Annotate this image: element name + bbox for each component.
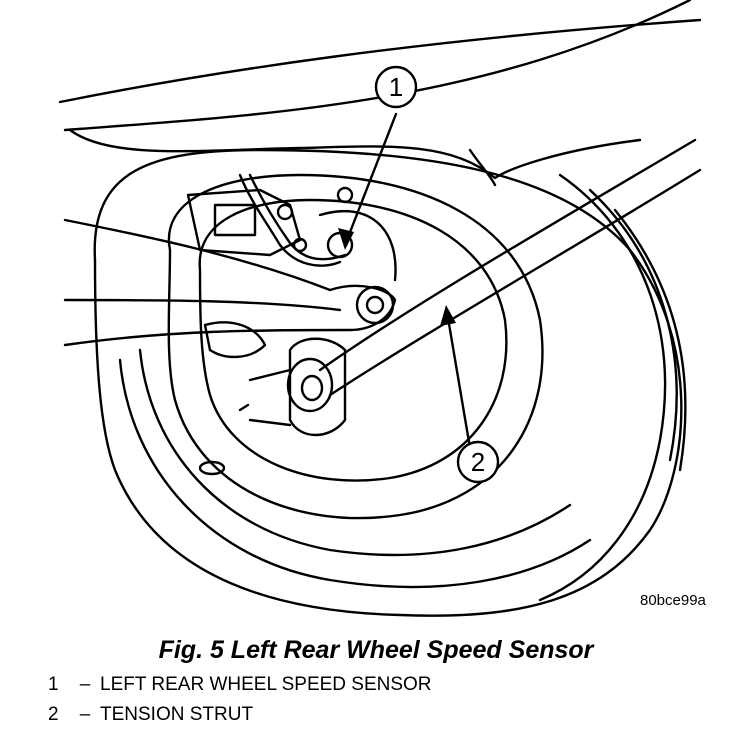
wheel-rim-inner [198, 198, 508, 482]
callout-circle-1 [374, 65, 418, 109]
fender-lip [468, 148, 497, 187]
callout-number-1: 1 [389, 72, 403, 102]
strut-bushing [286, 357, 334, 413]
lower-control-arm-edge [63, 298, 342, 312]
arm-bushing [355, 285, 395, 325]
tire-sidewall [138, 348, 572, 557]
strut-bushing-bracket [238, 368, 292, 427]
strut-bushing-inner [300, 374, 324, 402]
tire-outline [93, 148, 683, 617]
tension-strut [318, 138, 697, 372]
figure-caption: Fig. 5 Left Rear Wheel Speed Sensor [158, 636, 594, 664]
callout-number-2: 2 [471, 447, 485, 477]
hub-flange [318, 209, 397, 282]
leader-line-1 [343, 112, 398, 247]
sensor-mount [213, 203, 257, 237]
lower-control-arm [63, 218, 397, 347]
legend-item: 1–LEFT REAR WHEEL SPEED SENSOR [48, 674, 432, 696]
bolt [336, 186, 354, 204]
fender-outline [68, 128, 642, 180]
wheel-speed-sensor-illustration: 1 2 [58, 0, 702, 617]
leader-arrowhead-2 [440, 305, 456, 326]
sensor-wire [248, 173, 347, 261]
knuckle-bracket [186, 188, 302, 257]
bolt [292, 237, 308, 253]
bolt [276, 203, 294, 221]
legend-text: LEFT REAR WHEEL SPEED SENSOR [100, 674, 432, 695]
leader-line-2 [445, 310, 472, 450]
body-panel-line [58, 18, 702, 104]
arm-bushing-bolt [365, 295, 385, 315]
tire-tread [613, 208, 687, 472]
legend-text: TENSION STRUT [100, 704, 254, 725]
strut-bushing-housing [288, 337, 347, 437]
legend-dash: – [79, 704, 91, 725]
legend-number: 2 [48, 704, 59, 725]
arm-bushing-mount [203, 321, 267, 359]
sensor-wire [238, 173, 342, 267]
tire-sidewall [118, 358, 592, 589]
image-code: 80bce99a [640, 592, 706, 609]
legend-dash: – [79, 674, 91, 695]
leader-arrowhead-1 [338, 228, 354, 250]
callout-circle-2 [456, 440, 500, 484]
lug-slot [198, 460, 226, 476]
tire-tread [588, 188, 678, 462]
tension-strut [328, 168, 702, 397]
wheel-rim [167, 173, 544, 520]
legend-number: 1 [48, 674, 59, 695]
body-panel-line [63, 0, 692, 132]
tire-tread [538, 173, 667, 602]
legend-item: 2–TENSION STRUT [48, 704, 253, 726]
